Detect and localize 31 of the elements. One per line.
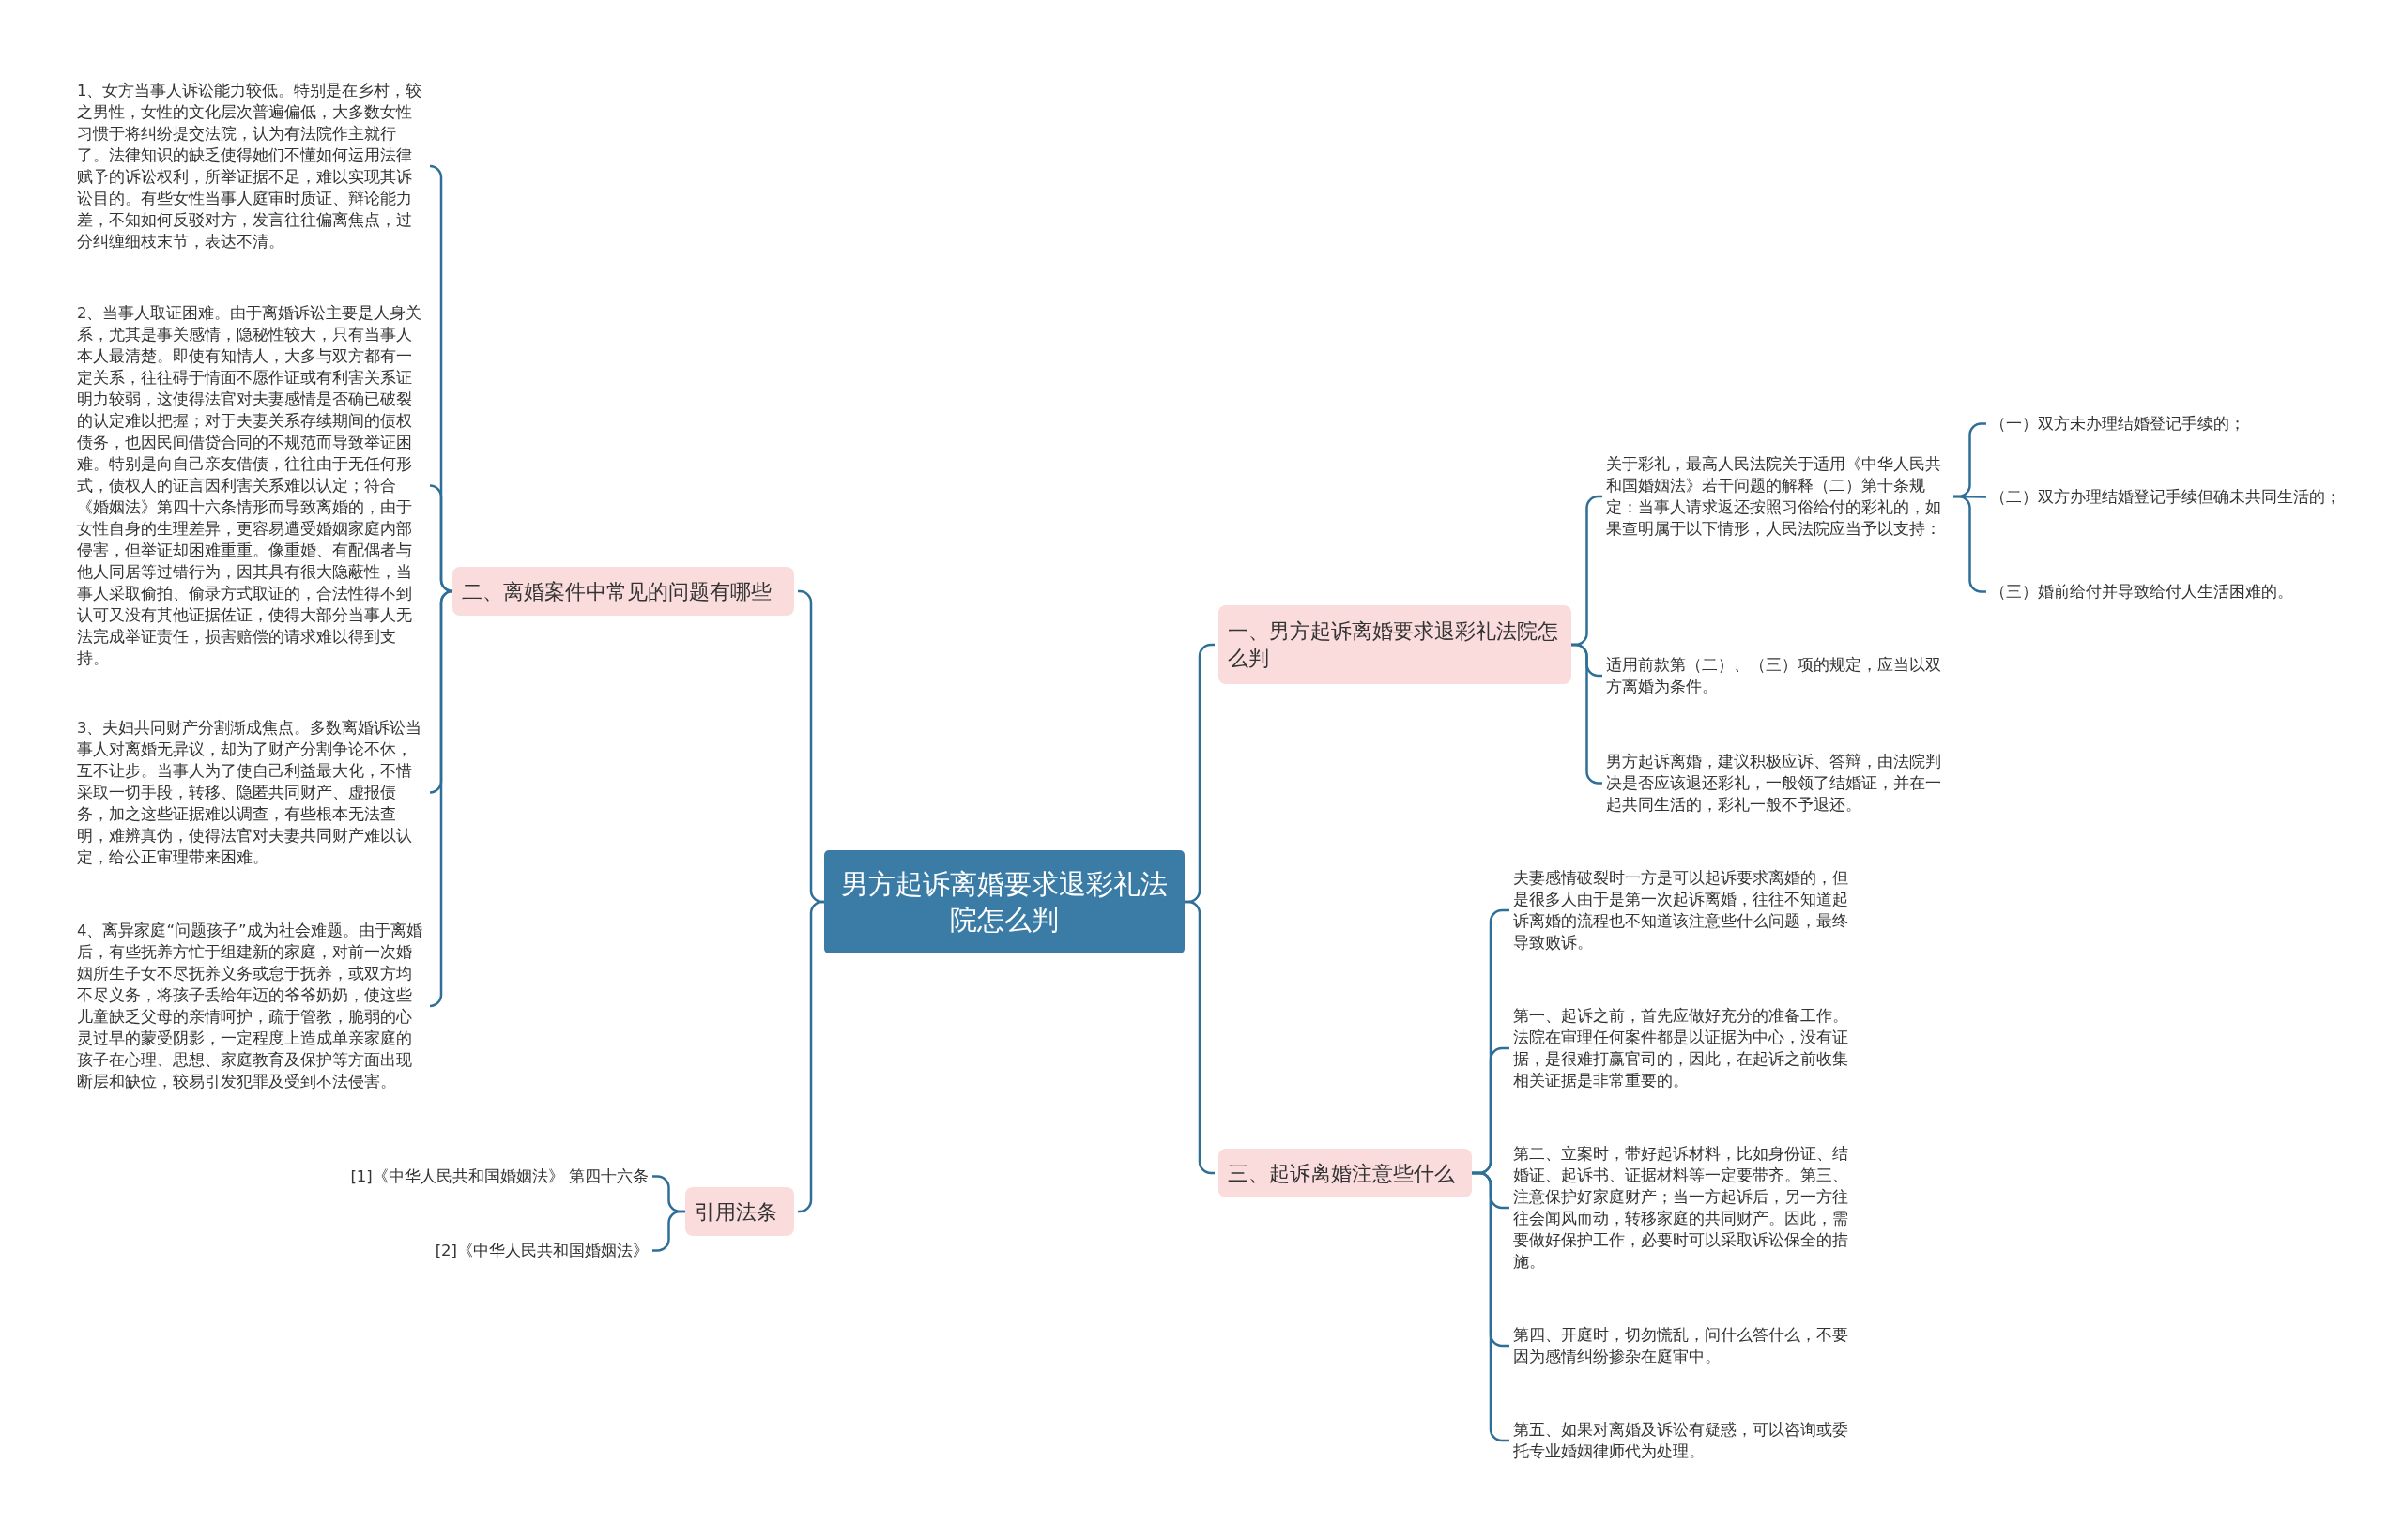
topic-label: 二、离婚案件中常见的问题有哪些: [462, 578, 772, 605]
note-text: 第五、如果对离婚及诉讼有疑惑，可以咨询或委托专业婚姻律师代为处理。: [1513, 1421, 1848, 1460]
topic-box: [452, 567, 794, 616]
note-text: （二）双方办理结婚登记手续但确未共同生活的；: [1990, 488, 2341, 506]
connector-line: [428, 589, 453, 1008]
note-text: [1]《中华人民共和国婚姻法》 第四十六条: [350, 1167, 649, 1185]
topic-box: [1218, 1149, 1472, 1197]
central-topic-box: [824, 850, 1185, 953]
note-text: 4、离异家庭“问题孩子”成为社会难题。由于离婚后，有些抚养方忙于组建新的家庭，对前一次婚姻所生子女不尽抚养义务或怠于抚养，或双方均不尽义务，将孩子丢给年迈的爷爷奶奶，使这些儿童缺乏父母的亲情呵护，疏于管教，脆弱的心灵过早的蒙受阴影，一定程度上造成单亲家庭的孩子在心理、思想、家庭教育及保护等方面出现断层和缺位，较易引发犯罪及受到不法侵害。: [77, 922, 422, 1090]
note-text: 关于彩礼，最高人民法院关于适用《中华人民共和国婚姻法》若干问题的解释（二）第十条规定：当事人请求返还按照习俗给付的彩礼的，如果查明属于以下情形，人民法院应当予以支持：: [1606, 455, 1941, 538]
note-text: 第四、开庭时，切勿慌乱，问什么答什么，不要因为感情纠纷掺杂在庭审中。: [1513, 1326, 1848, 1365]
note-text: 适用前款第（二）、（三）项的规定，应当以双方离婚为条件。: [1606, 656, 1941, 695]
central-topic-label: 男方起诉离婚要求退彩礼法院怎么判: [840, 867, 1169, 938]
topic-box: [685, 1187, 794, 1236]
note-text: 1、女方当事人诉讼能力较低。特别是在乡村，较之男性，女性的文化层次普遍偏低，大多数女性习惯于将纠纷提交法院，认为有法院作主就行了。法律知识的缺乏使得她们不懂如何运用法律赋予的诉讼权利，所举证据不足，难以实现其诉讼目的。有些女性当事人庭审时质证、辩论能力差，不知如何反驳对方，发言往往偏离焦点，过分纠缠细枝末节，表达不清。: [77, 82, 422, 251]
topic-label: 三、起诉离婚注意些什么: [1228, 1160, 1455, 1187]
connector-line: [652, 1210, 685, 1252]
note-text: （三）婚前给付并导致给付人生活困难的。: [1990, 583, 2293, 601]
note-text: 夫妻感情破裂时一方是可以起诉要求离婚的，但是很多人由于是第一次起诉离婚，往往不知道起诉离婚的流程也不知道该注意些什么问题，最终导致败诉。: [1513, 869, 1848, 952]
note-text: 2、当事人取证困难。由于离婚诉讼主要是人身关系，尤其是事关感情，隐秘性较大，只有当事人本人最清楚。即使有知情人，大多与双方都有一定关系，往往碍于情面不愿作证或有利害关系证明力较弱，这使得法官对夫妻感情是否确已破裂的认定难以把握；对于夫妻关系存续期间的债权债务，也因民间借贷合同的不规范而导致举证困难。特别是向自己亲友借债，往往由于无任何形式，债权人的证言因利害关系难以认定；符合《婚姻法》第四十六条情形而导致离婚的，由于女性自身的生理差异，更容易遭受婚姻家庭内部侵害，但举证却困难重重。像重婚、有配偶者与他人同居等过错行为，因其具有很大隐蔽性，当事人采取偷拍、偷录方式取证的，合法性得不到认可又没有其他证据佐证，使得大部分当事人无法完成举证责任，损害赔偿的请求难以得到支持。: [77, 304, 422, 667]
topic-label: 引用法条: [695, 1198, 777, 1226]
connector-line: [428, 484, 453, 593]
note-text: 第一、起诉之前，首先应做好充分的准备工作。法院在审理任何案件都是以证据为中心，没有证据，是很难打赢官司的，因此，在起诉之前收集相关证据是非常重要的。: [1513, 1007, 1848, 1090]
topic-label: 一、男方起诉离婚要求退彩礼法院怎么判: [1228, 618, 1559, 672]
topic-box: [1218, 605, 1571, 684]
note-text: 男方起诉离婚，建议积极应诉、答辩，由法院判决是否应该退还彩礼，一般领了结婚证，并在一起共同生活的，彩礼一般不予退还。: [1606, 753, 1941, 814]
note-text: [2]《中华人民共和国婚姻法》: [435, 1242, 649, 1259]
connector-line: [797, 900, 825, 1213]
note-text: 第二、立案时，带好起诉材料，比如身份证、结婚证、起诉书、证据材料等一定要带齐。第三、注意保护好家庭财产；当一方起诉后，另一方往往会闻风而动，转移家庭的共同财产。因此，需要做好保护工作，必要时可以采取诉讼保全的措施。: [1513, 1145, 1848, 1271]
note-text: 3、夫妇共同财产分割渐成焦点。多数离婚诉讼当事人对离婚无异议，却为了财产分割争论不休，互不让步。当事人为了使自己利益最大化，不惜采取一切手段，转移、隐匿共同财产、虚报债务，加之这些证据难以调查，有些根本无法查明，难辨真伪，使得法官对夫妻共同财产难以认定，给公正审理带来困难。: [77, 719, 422, 866]
note-text: （一）双方未办理结婚登记手续的；: [1990, 415, 2245, 433]
